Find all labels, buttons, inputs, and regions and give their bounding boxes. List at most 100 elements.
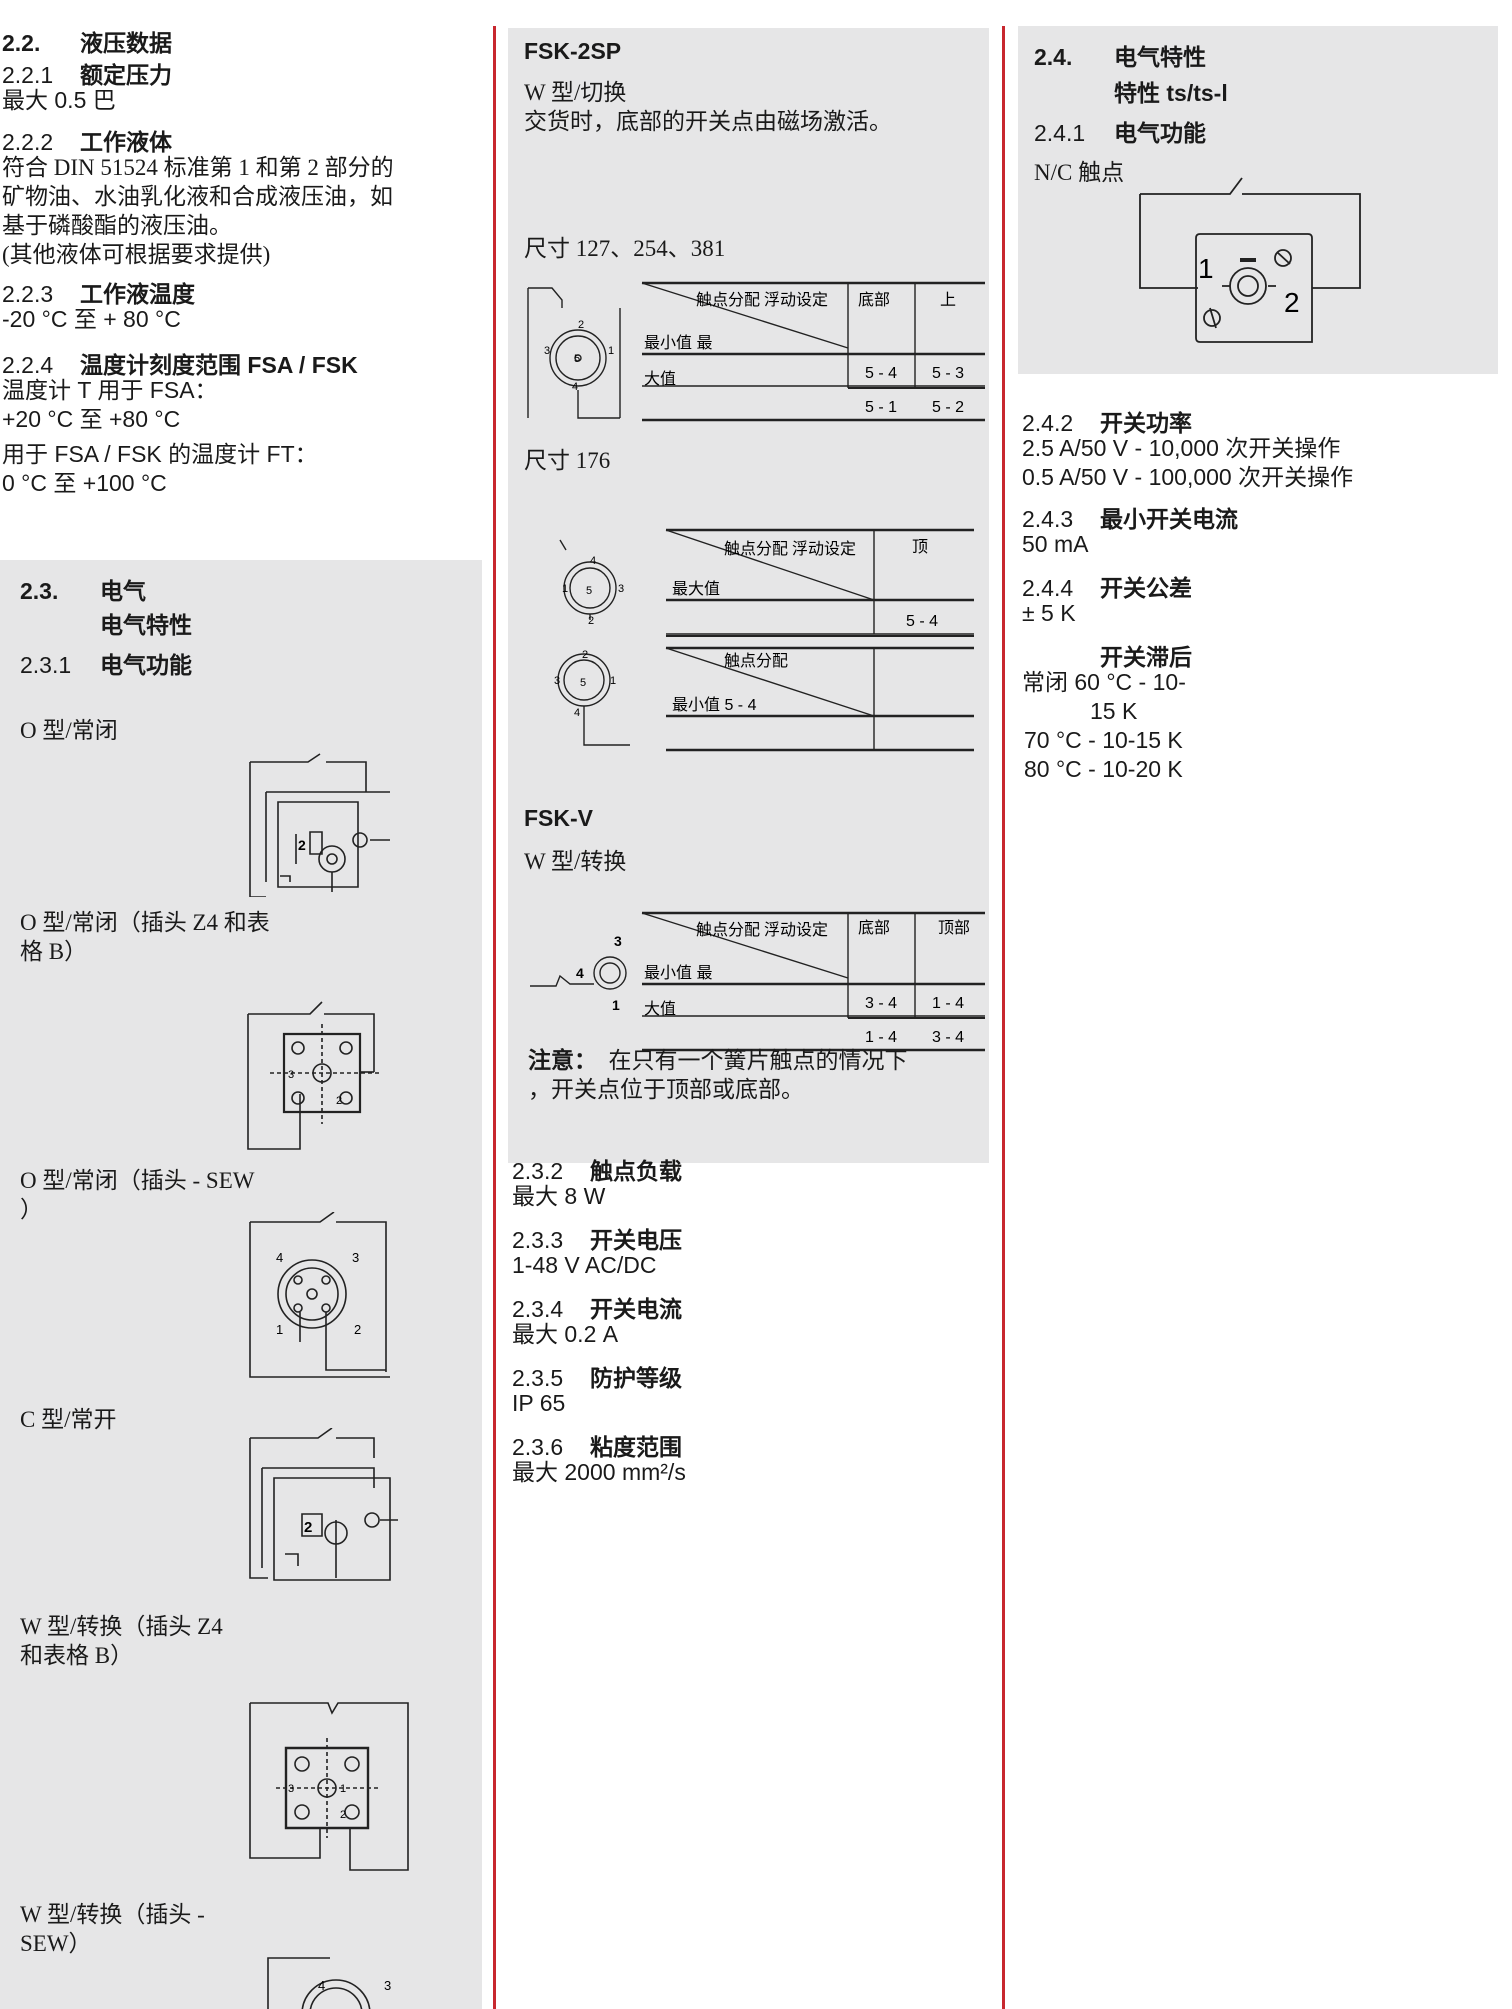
pin-label: 1 bbox=[612, 997, 620, 1013]
contact-table-size-176: 触点分配 浮动设定 顶 最大值 5 - 4 触点分配 最小值 5 - 4 4 1… bbox=[554, 528, 974, 752]
section-title: 工作液体 bbox=[80, 129, 172, 155]
pin-label: 2 bbox=[340, 1809, 346, 1821]
type-label-c-no: C 型/常开 bbox=[20, 1407, 117, 1432]
row-label: 最小值 5 - 4 bbox=[672, 696, 757, 714]
section-title: 电气特性 bbox=[1114, 44, 1206, 70]
table-cell: 5 - 3 bbox=[932, 365, 964, 382]
col-top: 顶 bbox=[912, 538, 928, 556]
pin-label: 1 bbox=[1198, 253, 1214, 284]
section-title: 电气功能 bbox=[1114, 120, 1206, 146]
pin-label: 4 bbox=[572, 381, 578, 393]
body-text: 50 mA bbox=[1022, 531, 1089, 557]
pin-label: 1 bbox=[608, 345, 614, 357]
section-number: 2.4.4 bbox=[1022, 575, 1074, 601]
table-header: 触点分配 浮动设定 bbox=[724, 540, 856, 558]
section-number: 2.2.3 bbox=[2, 281, 54, 307]
electrical-characteristics-panel bbox=[1018, 26, 1498, 374]
pin-label: 4 bbox=[318, 1978, 325, 1993]
column-divider-right bbox=[1002, 26, 1005, 2009]
section-subtitle: 特性 ts/ts-l bbox=[1114, 80, 1228, 106]
body-text: ± 5 K bbox=[1022, 600, 1076, 626]
type-label-o-nc-sew: O 型/常闭（插头 - SEW） bbox=[20, 1168, 255, 1222]
section-title: 最小开关电流 bbox=[1100, 506, 1238, 532]
note: 注意： 在只有一个簧片触点的情况下 ，开关点位于顶部或底部。 bbox=[528, 1046, 988, 1104]
pin-label: 1 bbox=[562, 583, 568, 595]
table-cell: 5 - 4 bbox=[865, 365, 897, 382]
wiring-diagram-o-nc: 2 bbox=[249, 753, 390, 897]
pin-label: 2 bbox=[1284, 287, 1300, 318]
section-number: 2.4.2 bbox=[1022, 410, 1074, 436]
size-label: 尺寸 176 bbox=[524, 448, 611, 473]
product-title: FSK-V bbox=[524, 805, 593, 831]
section-title: 温度计刻度范围 FSA / FSK bbox=[80, 352, 358, 378]
section-title: 开关功率 bbox=[1100, 410, 1192, 436]
section-title: 电气功能 bbox=[100, 652, 192, 678]
section-title: 液压数据 bbox=[80, 30, 172, 56]
body-text: 温度计 T 用于 FSA： bbox=[2, 377, 218, 403]
section-number: 2.3.5 bbox=[512, 1365, 564, 1391]
pin-label: 3 bbox=[544, 345, 550, 357]
row-label: 最小值 最 bbox=[644, 334, 712, 352]
body-text: 70 °C - 10-15 K bbox=[1024, 727, 1183, 753]
table-header: 触点分配 bbox=[724, 652, 788, 670]
section-number: 2.4.1 bbox=[1034, 120, 1086, 146]
pin-label: 3 bbox=[288, 1783, 294, 1795]
table-cell: 5 - 1 bbox=[865, 399, 897, 416]
section-number: 2.2. bbox=[2, 30, 41, 56]
section-number: 2.3.6 bbox=[512, 1434, 564, 1460]
table-cell: 5 - 4 bbox=[906, 613, 938, 630]
note-label: 注意： bbox=[528, 1048, 597, 1073]
section-title: 开关公差 bbox=[1100, 575, 1192, 601]
fsk-panel bbox=[508, 28, 989, 1163]
pin-label: 2 bbox=[354, 1322, 361, 1337]
section-number: 2.3.2 bbox=[512, 1158, 564, 1184]
size-label: 尺寸 127、254、381 bbox=[524, 236, 726, 261]
pin-label: 2 bbox=[588, 615, 594, 627]
section-number: 2.3.4 bbox=[512, 1296, 564, 1322]
section-number: 2.3. bbox=[20, 578, 59, 604]
col-top: 顶部 bbox=[938, 919, 970, 937]
note-text: 在只有一个簧片触点的情况下 bbox=[608, 1048, 908, 1073]
pin-label: 3 bbox=[614, 933, 622, 949]
body-text: 最大 8 W bbox=[512, 1183, 606, 1209]
row-label: 大值 bbox=[644, 370, 676, 388]
type-label: W 型/切换 bbox=[524, 80, 627, 105]
wiring-diagram-w-sew: 4 3 bbox=[267, 1957, 391, 2009]
description: 交货时，底部的开关点由磁场激活。 bbox=[524, 109, 892, 134]
pin-label: 2 bbox=[578, 319, 584, 331]
row-label: 大值 bbox=[644, 1000, 676, 1018]
section-number: 2.3.3 bbox=[512, 1227, 564, 1253]
pin-label: 5 bbox=[586, 585, 592, 597]
hysteresis-title: 开关滞后 bbox=[1100, 644, 1192, 670]
pin-label: 3 bbox=[352, 1250, 359, 1265]
table-cell: 1 - 4 bbox=[865, 1029, 897, 1046]
electrical-panel bbox=[0, 560, 482, 2009]
col-bottom: 底部 bbox=[858, 919, 890, 937]
section-number: 2.4.3 bbox=[1022, 506, 1074, 532]
col-bottom: 底部 bbox=[858, 291, 890, 309]
body-text: 符合 DIN 51524 标准第 1 和第 2 部分的 bbox=[2, 155, 394, 180]
contact-table-fsk-v: 触点分配 浮动设定 底部 顶部 最小值 最 大值 3 - 4 1 - 4 1 -… bbox=[530, 911, 985, 1052]
pin-label: 5 bbox=[574, 353, 580, 365]
pin-label: 5 bbox=[580, 677, 586, 689]
nc-contact-label: N/C 触点 bbox=[1034, 160, 1125, 185]
section-title: 额定压力 bbox=[80, 62, 172, 88]
section-number: 2.4. bbox=[1034, 44, 1073, 70]
body-text: IP 65 bbox=[512, 1390, 566, 1416]
pin-label: 1 bbox=[340, 1783, 346, 1795]
type-label-w-sew: W 型/转换（插头 -SEW） bbox=[20, 1902, 205, 1956]
body-text: 1-48 V AC/DC bbox=[512, 1252, 657, 1278]
section-number: 2.2.2 bbox=[2, 129, 54, 155]
pin-label: 1 bbox=[610, 675, 616, 687]
pin-label: 2 bbox=[336, 1095, 342, 1107]
section-subtitle: 电气特性 bbox=[100, 612, 192, 638]
row-label: 最小值 最 bbox=[644, 964, 712, 982]
body-text: 矿物油、水油乳化液和合成液压油，如 bbox=[2, 184, 393, 209]
pin-label: 3 bbox=[618, 583, 624, 595]
pin-label: 4 bbox=[576, 965, 584, 981]
body-text: -20 °C 至 + 80 °C bbox=[2, 306, 181, 332]
pin-label: 4 bbox=[574, 707, 580, 719]
